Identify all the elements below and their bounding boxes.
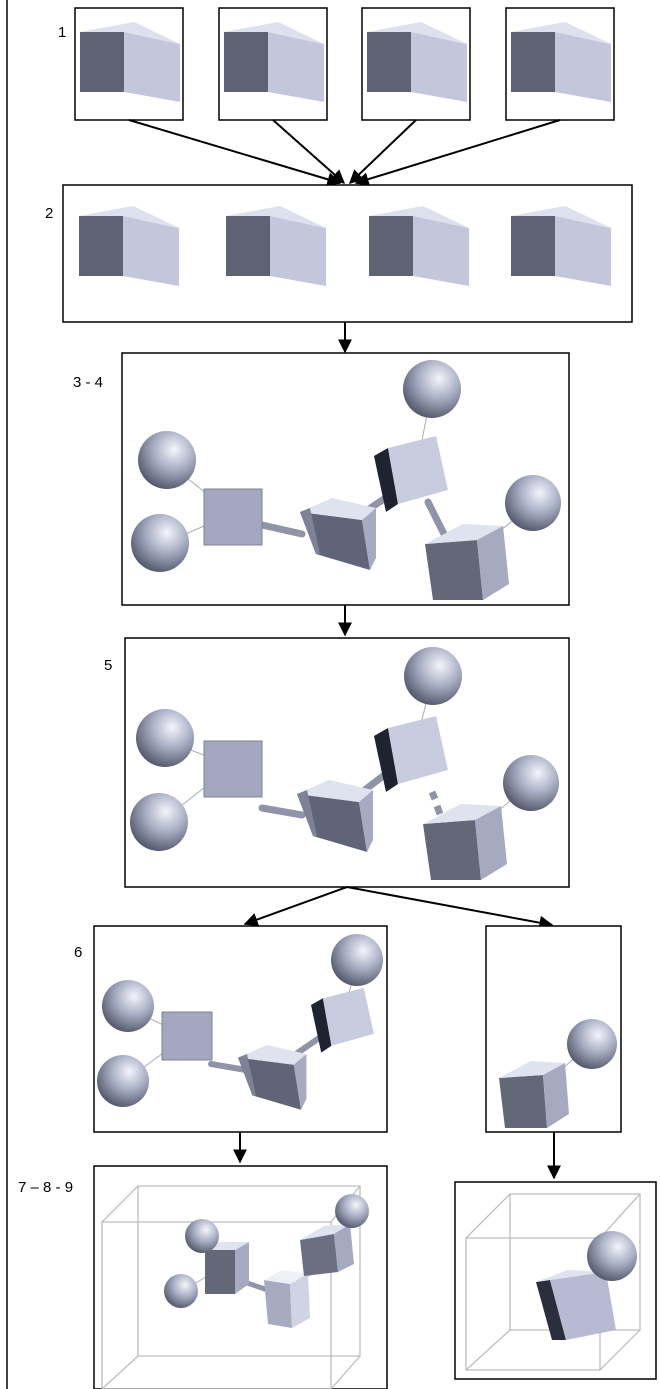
cube-icon — [264, 1270, 310, 1328]
connector-rod-fragment — [428, 790, 439, 801]
cube-icon — [205, 1242, 249, 1294]
cube-icon — [423, 804, 507, 880]
step-7-right-group — [454, 1181, 657, 1380]
arrow-icon — [346, 886, 554, 930]
step-3-4-label: 3 - 4 — [73, 374, 104, 391]
step-6-label: 6 — [74, 944, 83, 961]
step-1-label: 1 — [58, 24, 67, 41]
sphere-icon — [403, 360, 461, 418]
step-3-4-group — [121, 352, 570, 606]
sphere-icon — [587, 1231, 637, 1281]
step-7-8-9-label: 7 – 8 - 9 — [18, 1179, 74, 1196]
arrow-icon — [348, 119, 417, 184]
cube-icon — [311, 988, 374, 1053]
arrow-icon — [243, 886, 348, 927]
cube-icon — [374, 436, 448, 512]
arrow-icon — [272, 119, 346, 184]
cube-icon — [161, 1011, 213, 1061]
step-2-group — [62, 184, 633, 323]
connector-rod — [293, 1033, 325, 1057]
cube-icon — [425, 524, 509, 600]
step-2-label: 2 — [45, 205, 54, 222]
cube-icon — [300, 498, 376, 570]
bounding-box — [465, 1193, 641, 1371]
cube-icon — [300, 1224, 354, 1276]
arrow-icon — [128, 119, 342, 187]
cube-icon — [203, 740, 263, 798]
sphere-icon — [136, 709, 194, 767]
sphere-icon — [404, 647, 462, 705]
sphere-icon — [335, 1194, 369, 1228]
arrows-5-to-6 — [243, 886, 554, 930]
connector-rod — [258, 521, 306, 538]
connector-rod — [258, 804, 306, 819]
step-6-right-group — [485, 925, 622, 1133]
cube-icon — [297, 780, 373, 852]
sphere-icon — [185, 1219, 219, 1253]
sphere-icon — [130, 793, 188, 851]
cube-icon — [536, 1270, 616, 1340]
cube-icon — [499, 1061, 569, 1128]
sphere-icon — [164, 1274, 198, 1308]
sphere-icon — [131, 514, 189, 572]
step-5-group — [124, 637, 570, 888]
step-6-left-group — [93, 925, 388, 1133]
connector-rod — [208, 1061, 249, 1073]
connector-rod-fragment — [433, 804, 444, 816]
sphere-icon — [331, 934, 383, 986]
sphere-icon — [567, 1019, 617, 1069]
cube-icon — [374, 716, 448, 792]
cube-icon — [238, 1045, 307, 1110]
sphere-icon — [102, 980, 154, 1032]
cube-icon — [203, 488, 263, 546]
step-7-left-group — [93, 1165, 388, 1389]
sphere-icon — [503, 755, 559, 811]
step-1-group — [74, 7, 615, 121]
step-5-label: 5 — [104, 657, 113, 674]
sphere-icon — [138, 431, 196, 489]
arrow-icon — [354, 119, 561, 186]
sphere-icon — [97, 1055, 149, 1107]
connector-rod — [424, 498, 450, 542]
arrows-1-to-2 — [128, 119, 561, 187]
sphere-icon — [505, 475, 561, 531]
